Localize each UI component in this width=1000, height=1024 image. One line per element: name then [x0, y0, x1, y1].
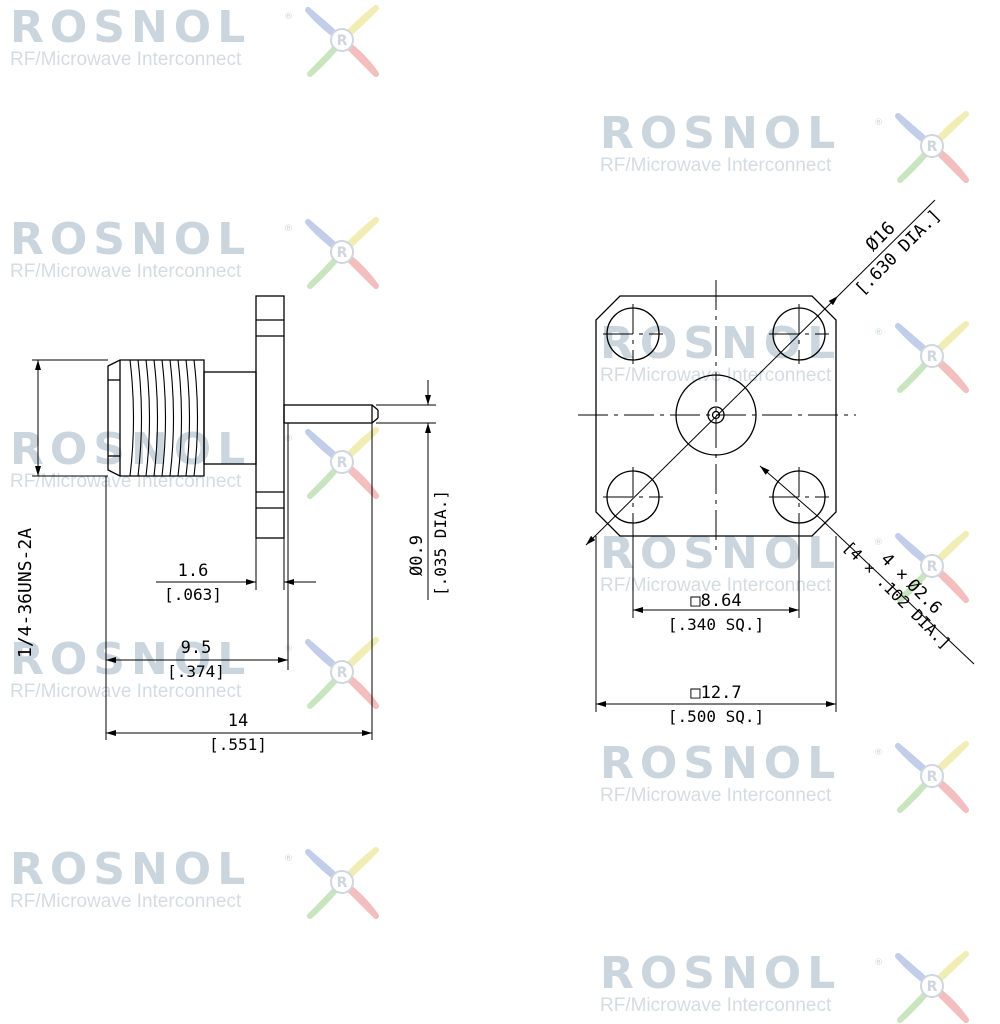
- overall-length-mm: 14: [228, 711, 248, 731]
- flange-size-inch: [.500 SQ.]: [668, 707, 764, 726]
- watermark-logo-letter: R: [337, 245, 348, 261]
- watermark-logo-letter: R: [927, 559, 938, 575]
- watermark-logo-icon: R: [895, 741, 969, 813]
- watermark-logo-icon: R: [305, 427, 379, 499]
- watermark-logo-icon: R: [305, 847, 379, 919]
- registered-mark: ®: [874, 328, 883, 338]
- watermark-logo-letter: R: [337, 33, 348, 49]
- side-view-labels: 1/4-36UNS-2A 1.6 [.063] 9.5 [.374] 14 [.…: [15, 490, 450, 754]
- flange-thickness-inch: [.063]: [164, 585, 222, 604]
- watermark-logo-letter: R: [927, 979, 938, 995]
- front-view-labels: Ø16 [.630 DIA.] 4 ×Ø2.6 [4 × .102 DIA.] …: [668, 206, 955, 726]
- watermark-logo-letter: R: [337, 665, 348, 681]
- watermark-tagline: RF/Microwave Interconnect: [10, 49, 242, 70]
- watermark-brand: ROSNOL: [10, 214, 252, 265]
- registered-mark: ®: [874, 538, 883, 548]
- registered-mark: ®: [284, 224, 293, 234]
- registered-mark: ®: [874, 748, 883, 758]
- flange: [255, 295, 285, 539]
- registered-mark: ®: [284, 854, 293, 864]
- watermark-tagline: RF/Microwave Interconnect: [10, 681, 242, 702]
- watermark-brand: ROSNOL: [10, 2, 252, 53]
- watermark-logo: ROSNOL ® RF/Microwave Interconnect R: [594, 738, 974, 813]
- watermark-logo-icon: R: [895, 111, 969, 183]
- side-view-dimensions: [32, 359, 436, 740]
- watermark-brand: ROSNOL: [600, 948, 842, 999]
- watermark-logo-icon: R: [305, 217, 379, 289]
- watermark-logo-icon: R: [895, 531, 969, 603]
- hole-spacing-mm: □8.64: [690, 591, 741, 611]
- watermark-logo: ROSNOL ® RF/Microwave Interconnect R: [594, 108, 974, 183]
- watermark-logo-letter: R: [927, 139, 938, 155]
- hole-spacing-inch: [.340 SQ.]: [668, 615, 764, 634]
- contact-pin: [283, 404, 373, 424]
- overall-length-inch: [.551]: [209, 735, 267, 754]
- watermark-logo-icon: R: [305, 637, 379, 709]
- watermark-tagline: RF/Microwave Interconnect: [600, 575, 832, 596]
- watermark-tagline: RF/Microwave Interconnect: [10, 261, 242, 282]
- watermark-logo-icon: R: [305, 5, 379, 77]
- watermark-logo: ROSNOL ® RF/Microwave Interconnect R: [4, 2, 384, 77]
- neck: [203, 371, 257, 465]
- watermark-logo-letter: R: [927, 349, 938, 365]
- flange-size-mm: □12.7: [690, 683, 741, 703]
- registered-mark: ®: [874, 118, 883, 128]
- watermark-brand: ROSNOL: [600, 738, 842, 789]
- flange-thickness-mm: 1.6: [178, 561, 209, 581]
- watermark-logo: ROSNOL ® RF/Microwave Interconnect R: [4, 844, 384, 919]
- watermark-tagline: RF/Microwave Interconnect: [10, 891, 242, 912]
- watermark-tagline: RF/Microwave Interconnect: [600, 785, 832, 806]
- watermark-logo-letter: R: [927, 769, 938, 785]
- drawing-stage: ROSNOL ® RF/Microwave Interconnect R ROS…: [4, 2, 975, 1023]
- watermark-logo: ROSNOL ® RF/Microwave Interconnect R: [4, 214, 384, 289]
- pin-diameter-inch: [.035 DIA.]: [431, 490, 450, 596]
- registered-mark: ®: [874, 958, 883, 968]
- front-view-dimensions: [585, 199, 975, 712]
- thread-label: 1/4-36UNS-2A: [15, 528, 36, 658]
- registered-mark: ®: [284, 12, 293, 22]
- hole-circle-inch: [.630 DIA.]: [851, 206, 945, 300]
- watermark-logo-letter: R: [337, 875, 348, 891]
- watermark-tagline: RF/Microwave Interconnect: [600, 155, 832, 176]
- body-length-inch: [.374]: [167, 662, 225, 681]
- side-view: [107, 295, 379, 539]
- connector-technical-drawing: 1/4-36UNS-2A 1.6 [.063] 9.5 [.374] 14 [.…: [15, 199, 975, 754]
- watermark-logo-letter: R: [337, 455, 348, 471]
- watermark-brand: ROSNOL: [600, 108, 842, 159]
- watermark-brand: ROSNOL: [10, 844, 252, 895]
- thread-lines: [129, 359, 199, 477]
- pin-diameter-mm: Ø0.9: [407, 535, 427, 576]
- body-length-mm: 9.5: [181, 638, 212, 658]
- watermark-logo-icon: R: [895, 321, 969, 393]
